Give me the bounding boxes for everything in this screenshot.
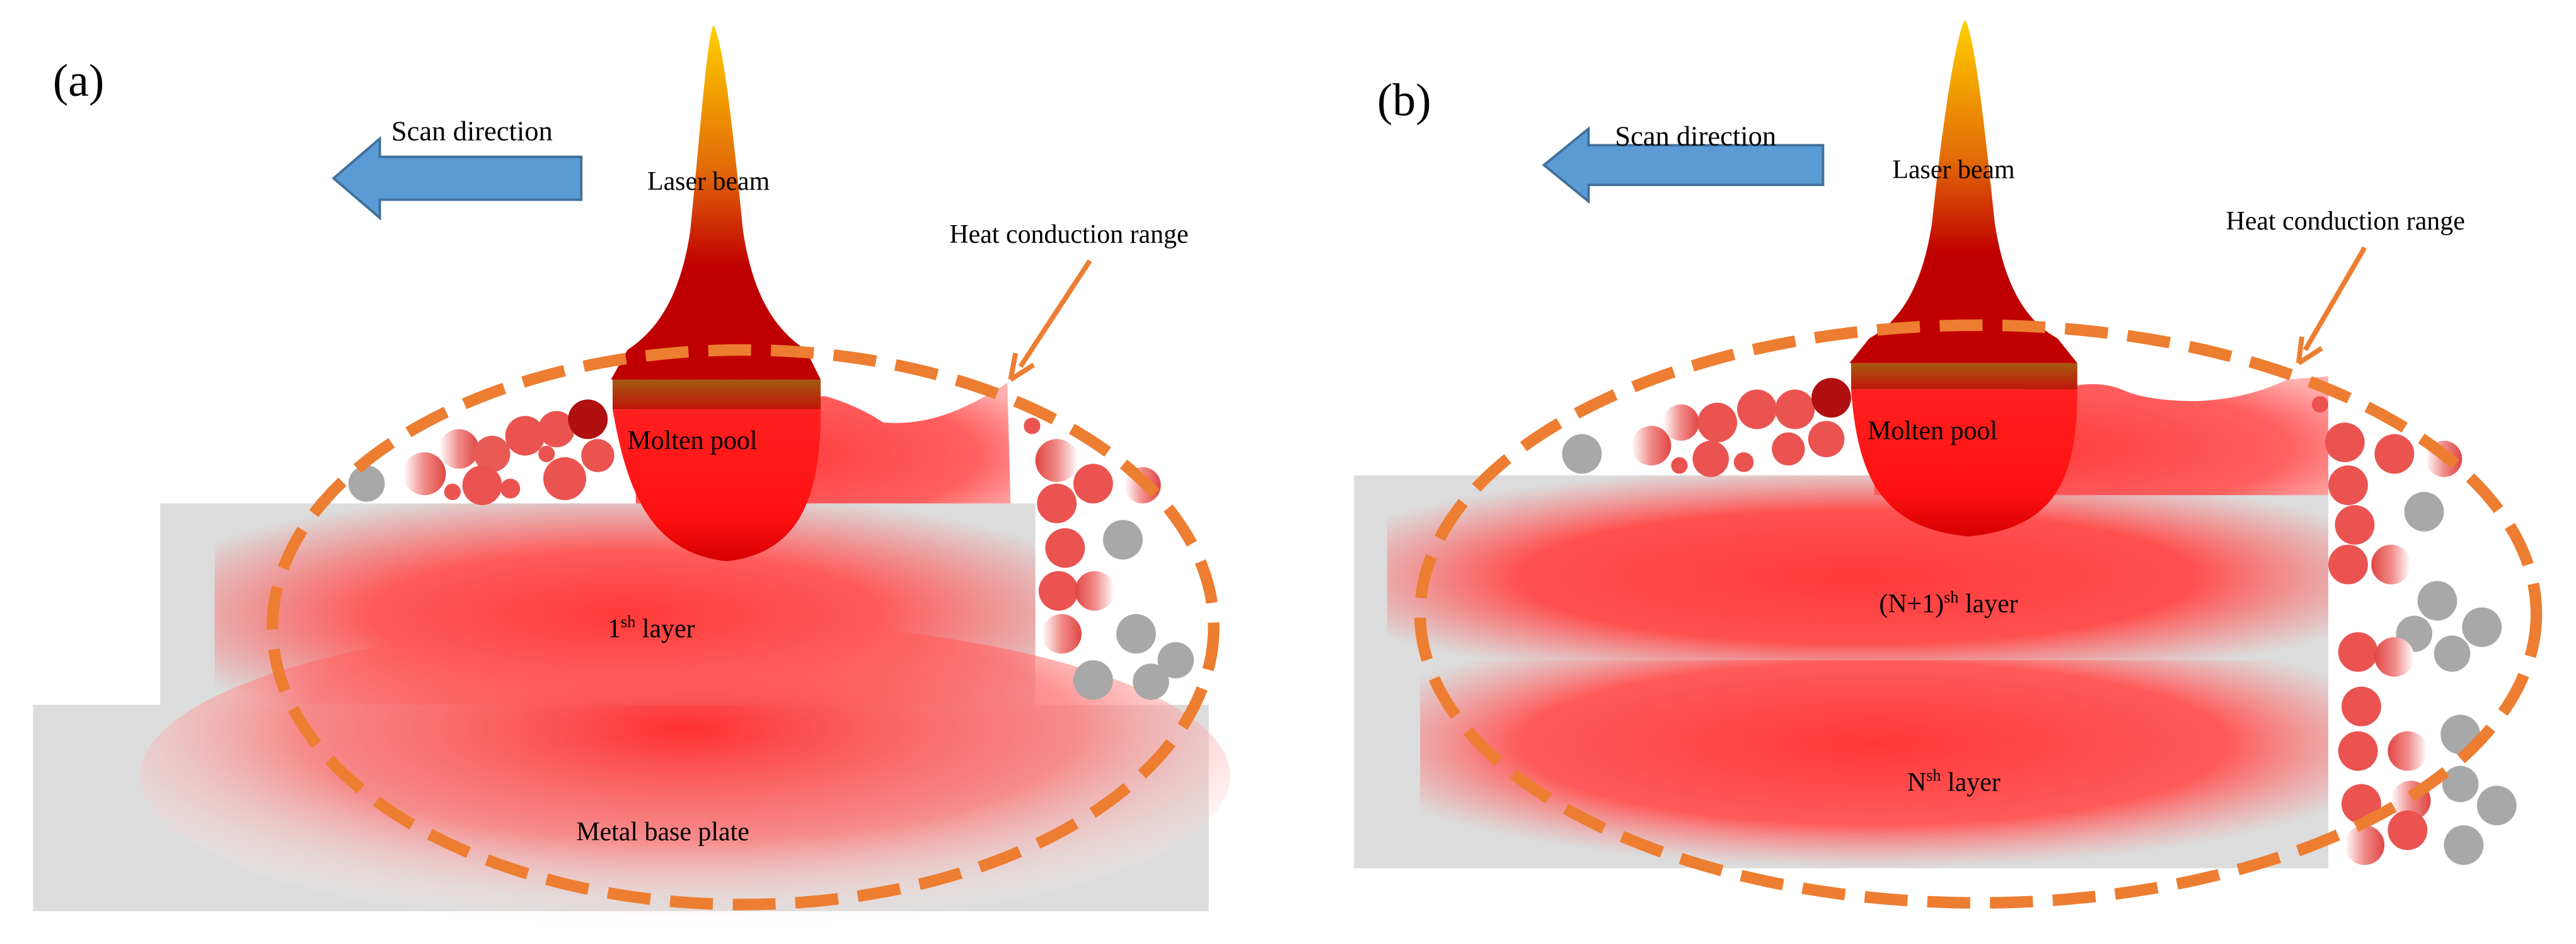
n-heat-zone	[1420, 660, 2329, 868]
powder-particle	[2417, 581, 2458, 621]
heat-conduction-ellipse	[1414, 319, 2543, 909]
powder-particle	[1772, 432, 1805, 466]
powder-particle	[1073, 463, 1113, 504]
powder-particle	[538, 411, 575, 448]
pointer-arrow-icon	[1008, 259, 1092, 382]
powder-particle	[473, 436, 511, 472]
powder-particle	[2476, 785, 2517, 825]
powder-particle	[543, 457, 587, 501]
powder-particle	[2462, 607, 2502, 648]
powder-particle	[505, 416, 545, 456]
powder-particle	[1562, 434, 1602, 474]
molten-pool	[612, 409, 821, 561]
powder-particle	[1697, 402, 1738, 443]
powder-particle	[2335, 504, 2375, 545]
powder-particle	[2311, 396, 2329, 413]
powder-particle	[1808, 421, 1845, 458]
powder-particle	[2388, 810, 2428, 851]
powder-particle	[1133, 663, 1169, 700]
powder-particle	[1116, 614, 1156, 654]
powder-particle	[1035, 439, 1078, 482]
laser-beam-label: Laser beam	[1892, 156, 2014, 185]
powder-particle	[1631, 426, 1672, 466]
n-plus-one-heat-zone	[1387, 475, 2329, 661]
molten-pool	[1851, 389, 2077, 537]
powder-particle	[1073, 660, 1113, 700]
molten-pool-label: Molten pool	[628, 426, 758, 455]
heat-conduction-label: Heat conduction range	[2226, 207, 2465, 236]
powder-particle	[1737, 389, 1777, 429]
powder-particle	[581, 439, 615, 472]
powder-particle	[1775, 389, 1815, 429]
powder-particle	[1692, 440, 1730, 477]
powder-left	[348, 399, 615, 505]
laser-beam-band	[1851, 363, 2077, 390]
powder-particle	[1075, 571, 1115, 611]
left-arrow-icon	[332, 136, 583, 221]
scan-direction-label: Scan direction	[1615, 120, 1776, 151]
powder-particle	[1042, 614, 1082, 654]
heat-conduction-label: Heat conduction range	[949, 220, 1188, 249]
powder-particle	[1045, 528, 1085, 568]
powder-particle	[403, 452, 446, 496]
laser-beam	[611, 25, 821, 380]
scan-direction-label: Scan direction	[391, 115, 553, 147]
base-plate-label: Metal base plate	[576, 817, 749, 846]
powder-particle	[2345, 825, 2385, 865]
laser-beam-band	[612, 380, 821, 410]
powder-particle	[2388, 731, 2428, 771]
powder-particle	[2338, 632, 2378, 672]
panel-b: (b) Scan direction Laser beam Heat condu…	[1354, 20, 2543, 909]
laser-beam	[1849, 20, 2077, 363]
n-layer-label: Nsh layer	[1907, 766, 2001, 797]
powder-particle	[439, 429, 479, 469]
powder-particle	[1663, 404, 1699, 441]
powder-particle	[2341, 686, 2381, 726]
powder-particle	[1157, 642, 1194, 679]
powder-particle	[2442, 766, 2479, 803]
powder-particle	[500, 479, 521, 499]
n-plus-one-layer-label: (N+1)sh layer	[1879, 588, 2018, 619]
powder-particle	[462, 465, 502, 505]
powder-left	[1562, 378, 1851, 477]
panel-a: (a) Scan direction Laser beam Heat condu…	[33, 25, 1230, 933]
laser-beam-label: Laser beam	[647, 167, 770, 196]
powder-particle	[2444, 825, 2484, 865]
layer-label: 1sh layer	[608, 613, 695, 644]
molten-pool-label: Molten pool	[1868, 416, 1997, 445]
powder-particle-molten	[568, 399, 608, 440]
powder-particle	[1103, 520, 1143, 560]
powder-particle	[1037, 483, 1077, 523]
powder-particle	[2371, 544, 2411, 585]
pointer-arrow-icon	[2296, 246, 2367, 366]
powder-particle	[2404, 492, 2444, 532]
powder-particle	[2328, 544, 2368, 585]
powder-particle	[1038, 571, 1078, 611]
powder-particle-molten	[1811, 378, 1851, 418]
powder-particle	[1671, 457, 1688, 474]
powder-particle	[538, 445, 555, 462]
powder-particle	[1733, 452, 1754, 472]
panel-b-tag: (b)	[1377, 74, 1431, 125]
powder-right	[1024, 417, 1194, 700]
powder-particle	[2374, 434, 2415, 474]
powder-particle	[2374, 637, 2415, 677]
powder-particle	[2328, 465, 2368, 505]
powder-particle	[348, 465, 385, 502]
powder-particle	[2325, 422, 2365, 462]
powder-particle	[1024, 417, 1041, 434]
panel-a-tag: (a)	[53, 55, 104, 106]
first-layer-heat-zone	[214, 503, 1036, 705]
heat-conduction-ellipse	[267, 344, 1220, 911]
left-arrow-icon	[1542, 126, 1825, 204]
powder-particle	[444, 483, 461, 501]
powder-particle	[2434, 635, 2471, 672]
powder-particle	[2338, 731, 2378, 771]
